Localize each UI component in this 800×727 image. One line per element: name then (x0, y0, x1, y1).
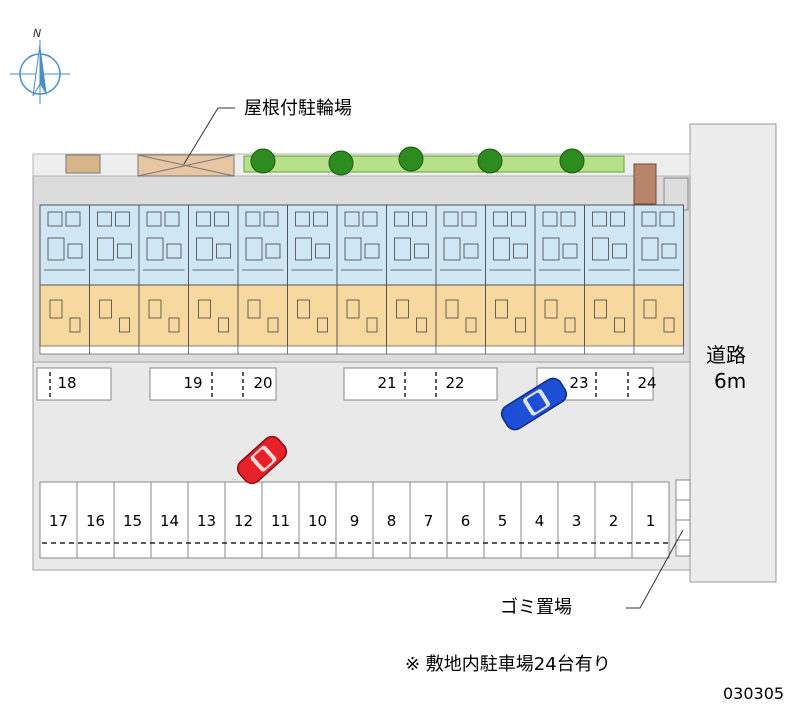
parking-space-23: 23 (569, 374, 589, 392)
parking-space-2: 2 (608, 512, 619, 530)
compass-north-label: N (33, 27, 42, 40)
compass-north-icon (10, 40, 70, 104)
road-name-label: 道路 (706, 343, 746, 367)
apartment-unit (435, 204, 486, 355)
parking-space-11: 11 (270, 512, 291, 530)
parking-space-20: 20 (253, 374, 273, 392)
apartment-unit (287, 204, 338, 355)
parking-space-9: 9 (349, 512, 360, 530)
garbage-leader (626, 529, 684, 609)
map-code: 030305 (723, 684, 785, 703)
parking-stall (335, 481, 374, 559)
parking-stall (557, 481, 596, 559)
garbage-area (675, 479, 691, 557)
parking-space-8: 8 (386, 512, 397, 530)
parking-stall (39, 481, 78, 559)
apartment-unit (485, 204, 536, 355)
parking-space-1: 1 (645, 512, 656, 530)
parking-space-18: 18 (57, 374, 77, 392)
trees (250, 146, 585, 176)
apartment-unit (237, 204, 288, 355)
parking-space-3: 3 (571, 512, 582, 530)
parking-space-14: 14 (159, 512, 180, 530)
parking-space-6: 6 (460, 512, 471, 530)
parking-stall (446, 481, 485, 559)
apartment-unit (89, 204, 140, 355)
parking-space-10: 10 (307, 512, 328, 530)
parking-stall (187, 481, 226, 559)
parking-space-22: 22 (445, 374, 465, 392)
apartment-unit (188, 204, 239, 355)
garbage-label: ゴミ置場 (500, 597, 572, 618)
apartment-unit (386, 204, 437, 355)
parking-space-16: 16 (85, 512, 106, 530)
parking-space-24: 24 (637, 374, 657, 392)
parking-space-13: 13 (196, 512, 217, 530)
apartment-unit (584, 204, 635, 355)
parking-space-7: 7 (423, 512, 434, 530)
parking-bottom-row-frames (39, 481, 670, 559)
apartment-unit (39, 204, 90, 355)
brick-wall (633, 163, 657, 205)
parking-stall (150, 481, 189, 559)
parking-stall (261, 481, 300, 559)
parking-space-19: 19 (183, 374, 203, 392)
parking-stall (409, 481, 448, 559)
road (689, 123, 777, 583)
parking-stall (483, 481, 522, 559)
parking-stall (224, 481, 263, 559)
apartment-unit (633, 204, 684, 355)
parking-space-12: 12 (233, 512, 254, 530)
bicycle-parking-label: 屋根付駐輪場 (244, 98, 352, 119)
red-car (236, 435, 288, 485)
parking-stall (631, 481, 670, 559)
bicycle-parking-leader (183, 107, 235, 165)
road-width-label: 6m (714, 369, 747, 393)
apartment-unit (138, 204, 189, 355)
apartment-building (39, 204, 684, 355)
parking-stall (76, 481, 115, 559)
parking-space-5: 5 (497, 512, 508, 530)
parking-note: ※ 敷地内駐車場24台有り (405, 654, 611, 675)
apartment-unit (336, 204, 387, 355)
parking-stall (520, 481, 559, 559)
parking-space-21: 21 (377, 374, 397, 392)
parking-space-15: 15 (122, 512, 143, 530)
parking-space-4: 4 (534, 512, 545, 530)
blue-car (500, 377, 568, 431)
bicycle-parking-area (65, 154, 235, 177)
apartment-unit (534, 204, 585, 355)
parking-space-17: 17 (48, 512, 69, 530)
